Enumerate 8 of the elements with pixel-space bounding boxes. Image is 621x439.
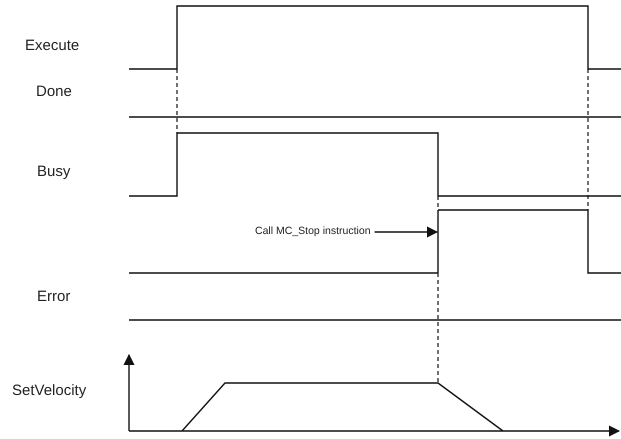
signal-name: Execute	[25, 37, 80, 54]
signal-name: SetVelocity	[12, 382, 86, 399]
annotation-text: Call MC_Stop instruction	[255, 225, 375, 237]
arrow	[374, 226, 438, 238]
signal-name: Done	[36, 83, 72, 100]
rising-edge-line	[437, 210, 439, 273]
signal-name: Error	[37, 288, 70, 305]
signal-name: Busy	[37, 163, 70, 180]
